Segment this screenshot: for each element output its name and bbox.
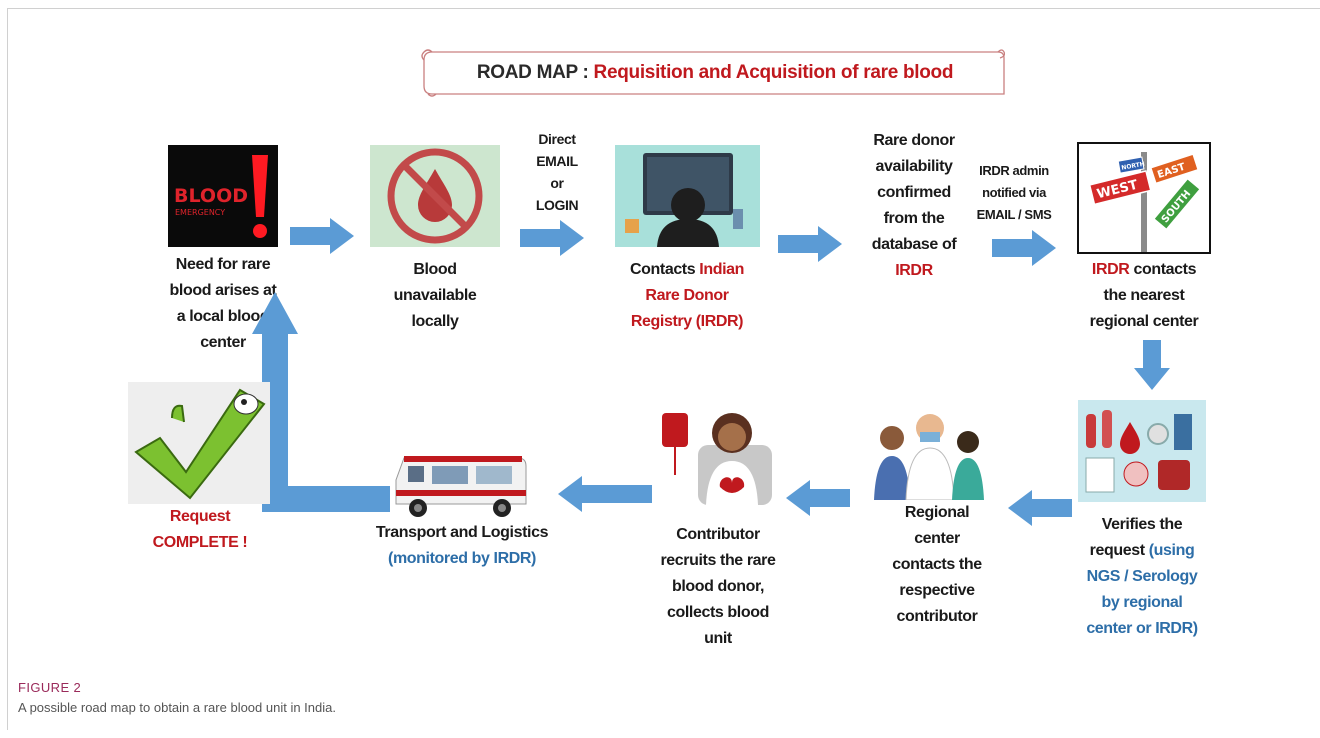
blood-donor-image bbox=[662, 413, 772, 505]
ambulance-van-image bbox=[395, 456, 527, 517]
contributor-l4: collects blood bbox=[667, 604, 769, 621]
direct-l2: EMAIL bbox=[536, 153, 578, 169]
irdr-contacts-l1a: IRDR bbox=[1091, 261, 1130, 278]
contacts-l1b: Indian bbox=[699, 261, 745, 278]
step-confirmed-label: Rare donor availability confirmed from t… bbox=[852, 128, 976, 284]
direct-l4: LOGIN bbox=[535, 197, 579, 213]
arrow-right-1 bbox=[290, 218, 354, 254]
complete-l2: COMPLETE ! bbox=[152, 534, 248, 551]
figure-caption-text: A possible road map to obtain a rare blo… bbox=[18, 700, 336, 715]
need-l2: blood arises at bbox=[169, 282, 277, 299]
contacts-l2: Rare Donor bbox=[645, 287, 729, 304]
transport-l2: (monitored by IRDR) bbox=[388, 550, 536, 567]
checkmark-image bbox=[128, 382, 270, 504]
contributor-l5: unit bbox=[704, 630, 732, 647]
arrow-return-up bbox=[252, 292, 390, 512]
signpost-image: WEST EAST SOUTH NORTH bbox=[1077, 142, 1211, 254]
contacts-l3: Registry (IRDR) bbox=[630, 313, 744, 330]
arrow-left-3 bbox=[558, 476, 652, 512]
verifies-l2a: request bbox=[1089, 542, 1149, 559]
lab-test-image bbox=[1078, 400, 1206, 502]
contributor-l2: recruits the rare bbox=[660, 552, 776, 569]
confirmed-l4: from the bbox=[883, 210, 945, 227]
figure-frame bbox=[7, 8, 1320, 730]
verifies-l5: center or IRDR) bbox=[1086, 620, 1198, 637]
blood-emergency-image: BLOOD EMERGENCY bbox=[168, 145, 278, 247]
verifies-l1: Verifies the bbox=[1101, 516, 1183, 533]
regional-l5: contributor bbox=[896, 608, 978, 625]
unavail-l3: locally bbox=[411, 313, 459, 330]
arrow-right-2 bbox=[520, 220, 584, 256]
arrow-right-3 bbox=[778, 226, 842, 262]
step-need-label: Need for rare blood arises at a local bl… bbox=[158, 252, 288, 356]
step-unavailable-label: Blood unavailable locally bbox=[360, 257, 510, 335]
title-banner bbox=[421, 49, 1005, 97]
notify-l3: EMAIL / SMS bbox=[976, 207, 1052, 222]
need-l3: a local blood bbox=[176, 308, 270, 325]
sign-north-text: NORTH bbox=[1121, 161, 1145, 172]
arrow-label-notify: IRDR admin notified via EMAIL / SMS bbox=[958, 160, 1070, 226]
step-regional-label: Regional center contacts the respective … bbox=[875, 500, 999, 630]
arrow-left-1 bbox=[1008, 490, 1072, 526]
verifies-l4: by regional bbox=[1101, 594, 1183, 611]
page-title: ROAD MAP : Requisition and Acquisition o… bbox=[455, 62, 975, 84]
contributor-l3: blood donor, bbox=[671, 578, 765, 595]
irdr-contacts-l2: the nearest bbox=[1103, 287, 1185, 304]
verifies-l2b: (using bbox=[1148, 542, 1195, 559]
title-prefix: ROAD MAP : bbox=[476, 62, 594, 83]
step-verifies-label: Verifies the request (using NGS / Serolo… bbox=[1062, 512, 1222, 642]
notify-l2: notified via bbox=[982, 185, 1046, 200]
need-l4: center bbox=[200, 334, 246, 351]
regional-l4: respective bbox=[899, 582, 975, 599]
arrow-left-2 bbox=[786, 480, 850, 516]
verifies-l2: request (using bbox=[1062, 538, 1222, 564]
confirmed-l1: Rare donor bbox=[873, 132, 955, 149]
irdr-contacts-l1b: contacts bbox=[1129, 261, 1197, 278]
unavail-l1: Blood bbox=[413, 261, 457, 278]
no-blood-image bbox=[370, 145, 500, 247]
regional-l1: Regional bbox=[904, 504, 970, 521]
title-highlight: Requisition and Acquisition of rare bloo… bbox=[593, 62, 954, 83]
arrow-right-4 bbox=[992, 230, 1056, 266]
blood-emergency-text: BLOOD bbox=[174, 185, 248, 207]
step-irdr-contacts-label: IRDR contacts the nearest regional cente… bbox=[1065, 257, 1223, 335]
direct-l3: or bbox=[550, 175, 564, 191]
contacts-l1: Contacts Indian bbox=[598, 257, 776, 283]
confirmed-l5: database of bbox=[871, 236, 957, 253]
regional-l2: center bbox=[914, 530, 960, 547]
contacts-l1a: Contacts bbox=[629, 261, 700, 278]
irdr-contacts-l3: regional center bbox=[1089, 313, 1199, 330]
verifies-l3: NGS / Serology bbox=[1086, 568, 1198, 585]
step-contributor-label: Contributor recruits the rare blood dono… bbox=[648, 522, 788, 652]
need-l1: Need for rare bbox=[175, 256, 271, 273]
arrow-down-1 bbox=[1134, 340, 1170, 390]
confirmed-l3: confirmed bbox=[877, 184, 951, 201]
complete-l1: Request bbox=[169, 508, 231, 525]
step-complete-label: Request COMPLETE ! bbox=[130, 504, 270, 556]
confirmed-l6: IRDR bbox=[895, 262, 933, 279]
step-contacts-label: Contacts Indian Rare Donor Registry (IRD… bbox=[598, 257, 776, 335]
arrow-label-direct: Direct EMAIL or LOGIN bbox=[518, 128, 596, 216]
computer-user-image bbox=[615, 145, 760, 247]
medical-staff-image bbox=[874, 414, 984, 500]
transport-l1: Transport and Logistics bbox=[375, 524, 549, 541]
contributor-l1: Contributor bbox=[676, 526, 760, 543]
notify-l1: IRDR admin bbox=[979, 163, 1049, 178]
unavail-l2: unavailable bbox=[393, 287, 477, 304]
regional-l3: contacts the bbox=[892, 556, 982, 573]
direct-l1: Direct bbox=[538, 131, 576, 147]
step-transport-label: Transport and Logistics (monitored by IR… bbox=[362, 520, 562, 572]
figure-caption-label: FIGURE 2 bbox=[18, 680, 82, 695]
confirmed-l2: availability bbox=[875, 158, 953, 175]
irdr-contacts-l1: IRDR contacts bbox=[1065, 257, 1223, 283]
blood-emergency-subtext: EMERGENCY bbox=[175, 208, 225, 217]
